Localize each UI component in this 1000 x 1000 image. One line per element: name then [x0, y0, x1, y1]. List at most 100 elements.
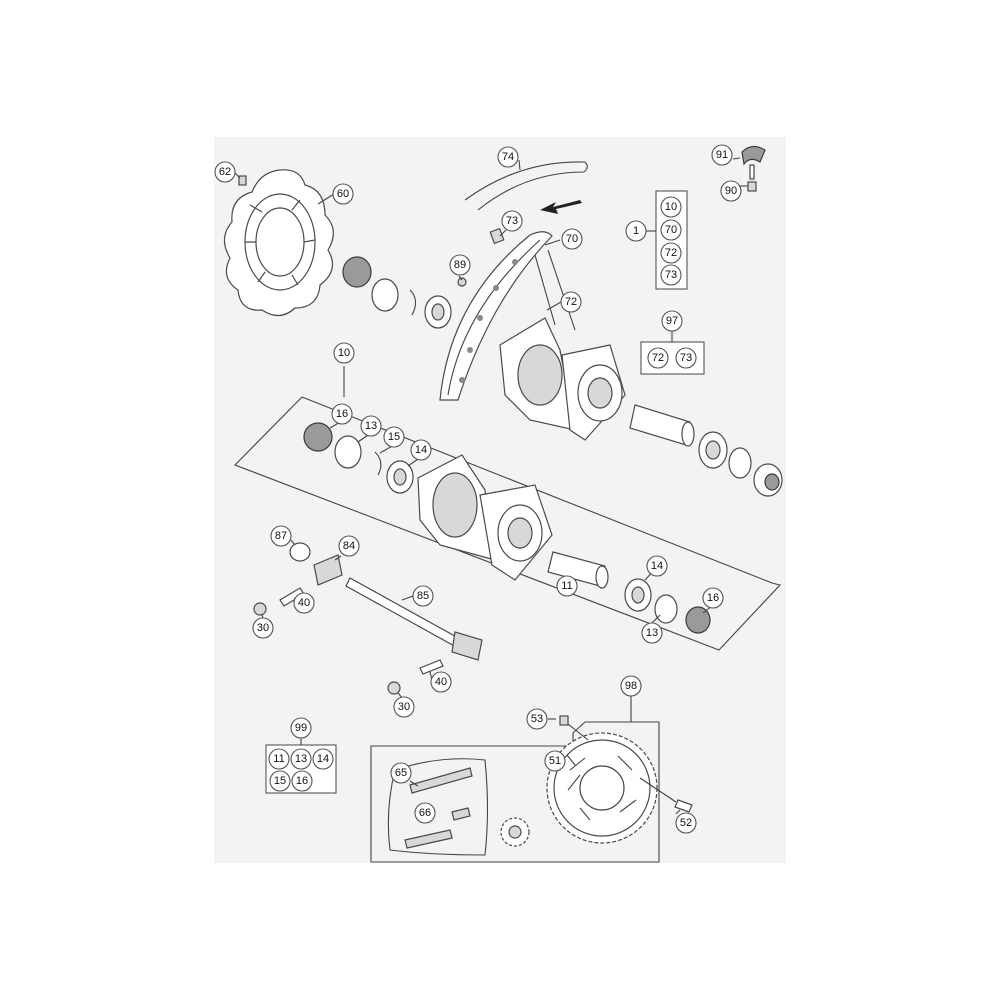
- svg-text:16: 16: [336, 408, 348, 420]
- svg-text:73: 73: [506, 215, 518, 227]
- callout-89: 89: [449, 254, 471, 276]
- svg-text:90: 90: [725, 185, 737, 197]
- group-99-item-15: 15: [269, 770, 291, 792]
- svg-text:66: 66: [419, 807, 431, 819]
- svg-text:14: 14: [317, 753, 329, 765]
- svg-text:84: 84: [343, 540, 355, 552]
- group-99-item-13: 13: [290, 748, 312, 770]
- svg-text:1: 1: [633, 225, 639, 237]
- group-99-item-11: 11: [268, 748, 290, 770]
- svg-text:87: 87: [275, 530, 287, 542]
- svg-text:13: 13: [295, 753, 307, 765]
- svg-text:65: 65: [395, 767, 407, 779]
- hub-left-bearings-part: [303, 422, 414, 494]
- svg-text:97: 97: [666, 315, 678, 327]
- sprocket-bolt-part: [559, 715, 589, 741]
- group-1-item-70: 70: [660, 219, 682, 241]
- chain-adjuster-part: [289, 542, 343, 586]
- upper-left-bearings-part: [342, 256, 452, 329]
- group-1-item-73: 73: [660, 264, 682, 286]
- svg-text:14: 14: [651, 560, 663, 572]
- callout-40-upper: 40: [293, 592, 315, 614]
- svg-text:62: 62: [219, 166, 231, 178]
- svg-text:14: 14: [415, 444, 427, 456]
- callout-60: 60: [332, 183, 354, 205]
- callout-15: 15: [383, 426, 405, 448]
- svg-text:15: 15: [274, 775, 286, 787]
- chain-part: [387, 758, 489, 856]
- rear-sprocket-part: [546, 732, 658, 844]
- svg-text:74: 74: [502, 151, 514, 163]
- group-97-item-73: 73: [675, 347, 697, 369]
- svg-text:11: 11: [273, 753, 284, 765]
- svg-text:70: 70: [665, 224, 677, 236]
- hub-part: [417, 454, 553, 581]
- svg-text:15: 15: [388, 431, 400, 443]
- callout-97: 97: [661, 310, 683, 332]
- callout-13-upper: 13: [360, 415, 382, 437]
- callout-10: 10: [333, 342, 355, 364]
- callout-87: 87: [270, 525, 292, 547]
- svg-text:72: 72: [665, 247, 677, 259]
- brake-disc-part: [223, 169, 334, 317]
- callout-66: 66: [414, 802, 436, 824]
- svg-text:60: 60: [337, 188, 349, 200]
- sprocket-group-outline: [370, 721, 660, 863]
- callout-1: 1: [625, 220, 647, 242]
- group-99-item-16: 16: [291, 770, 313, 792]
- svg-text:91: 91: [716, 149, 728, 161]
- rim-part: [439, 231, 576, 401]
- svg-text:13: 13: [365, 420, 377, 432]
- group-1-item-10: 10: [660, 196, 682, 218]
- callout-30-upper: 30: [252, 617, 274, 639]
- upper-right-bearings-part: [698, 431, 783, 497]
- hub-spacer-part: [547, 551, 609, 589]
- callout-16-upper: 16: [331, 403, 353, 425]
- valve-part: [741, 145, 766, 192]
- direction-arrow: [540, 200, 582, 214]
- callout-99: 99: [290, 717, 312, 739]
- callout-91: 91: [711, 144, 733, 166]
- svg-text:11: 11: [561, 580, 572, 592]
- svg-text:52: 52: [680, 817, 692, 829]
- svg-text:30: 30: [398, 701, 410, 713]
- callout-40-lower: 40: [430, 671, 452, 693]
- svg-text:89: 89: [454, 259, 466, 271]
- callout-14-lower: 14: [646, 555, 668, 577]
- callout-74: 74: [497, 146, 519, 168]
- sprocket-nut-part: [639, 777, 693, 813]
- callout-84: 84: [338, 535, 360, 557]
- svg-text:98: 98: [625, 680, 637, 692]
- svg-text:70: 70: [566, 233, 578, 245]
- callout-14-upper: 14: [410, 439, 432, 461]
- svg-text:72: 72: [652, 352, 664, 364]
- svg-text:10: 10: [338, 347, 350, 359]
- disc-bolt-part: [238, 175, 247, 186]
- svg-text:53: 53: [531, 713, 543, 725]
- svg-text:30: 30: [257, 622, 269, 634]
- group-99-item-14: 14: [312, 748, 334, 770]
- svg-text:51: 51: [549, 755, 561, 767]
- svg-text:85: 85: [417, 590, 429, 602]
- callout-30-lower: 30: [393, 696, 415, 718]
- callout-72: 72: [560, 291, 582, 313]
- callout-62: 62: [214, 161, 236, 183]
- callout-85: 85: [412, 585, 434, 607]
- callout-51: 51: [544, 750, 566, 772]
- callout-13-lower: 13: [641, 622, 663, 644]
- valve-cap-part: [457, 277, 467, 287]
- upper-spacer-part: [629, 404, 695, 447]
- svg-text:40: 40: [298, 597, 310, 609]
- callout-53: 53: [526, 708, 548, 730]
- svg-text:13: 13: [646, 627, 658, 639]
- svg-text:16: 16: [707, 592, 719, 604]
- callout-70: 70: [561, 228, 583, 250]
- callout-65: 65: [390, 762, 412, 784]
- callout-98: 98: [620, 675, 642, 697]
- svg-text:99: 99: [295, 722, 307, 734]
- callout-90: 90: [720, 180, 742, 202]
- svg-text:40: 40: [435, 676, 447, 688]
- callout-11: 11: [556, 575, 578, 597]
- rim-tape-part: [464, 161, 588, 211]
- hub-right-bearings-part: [624, 578, 711, 634]
